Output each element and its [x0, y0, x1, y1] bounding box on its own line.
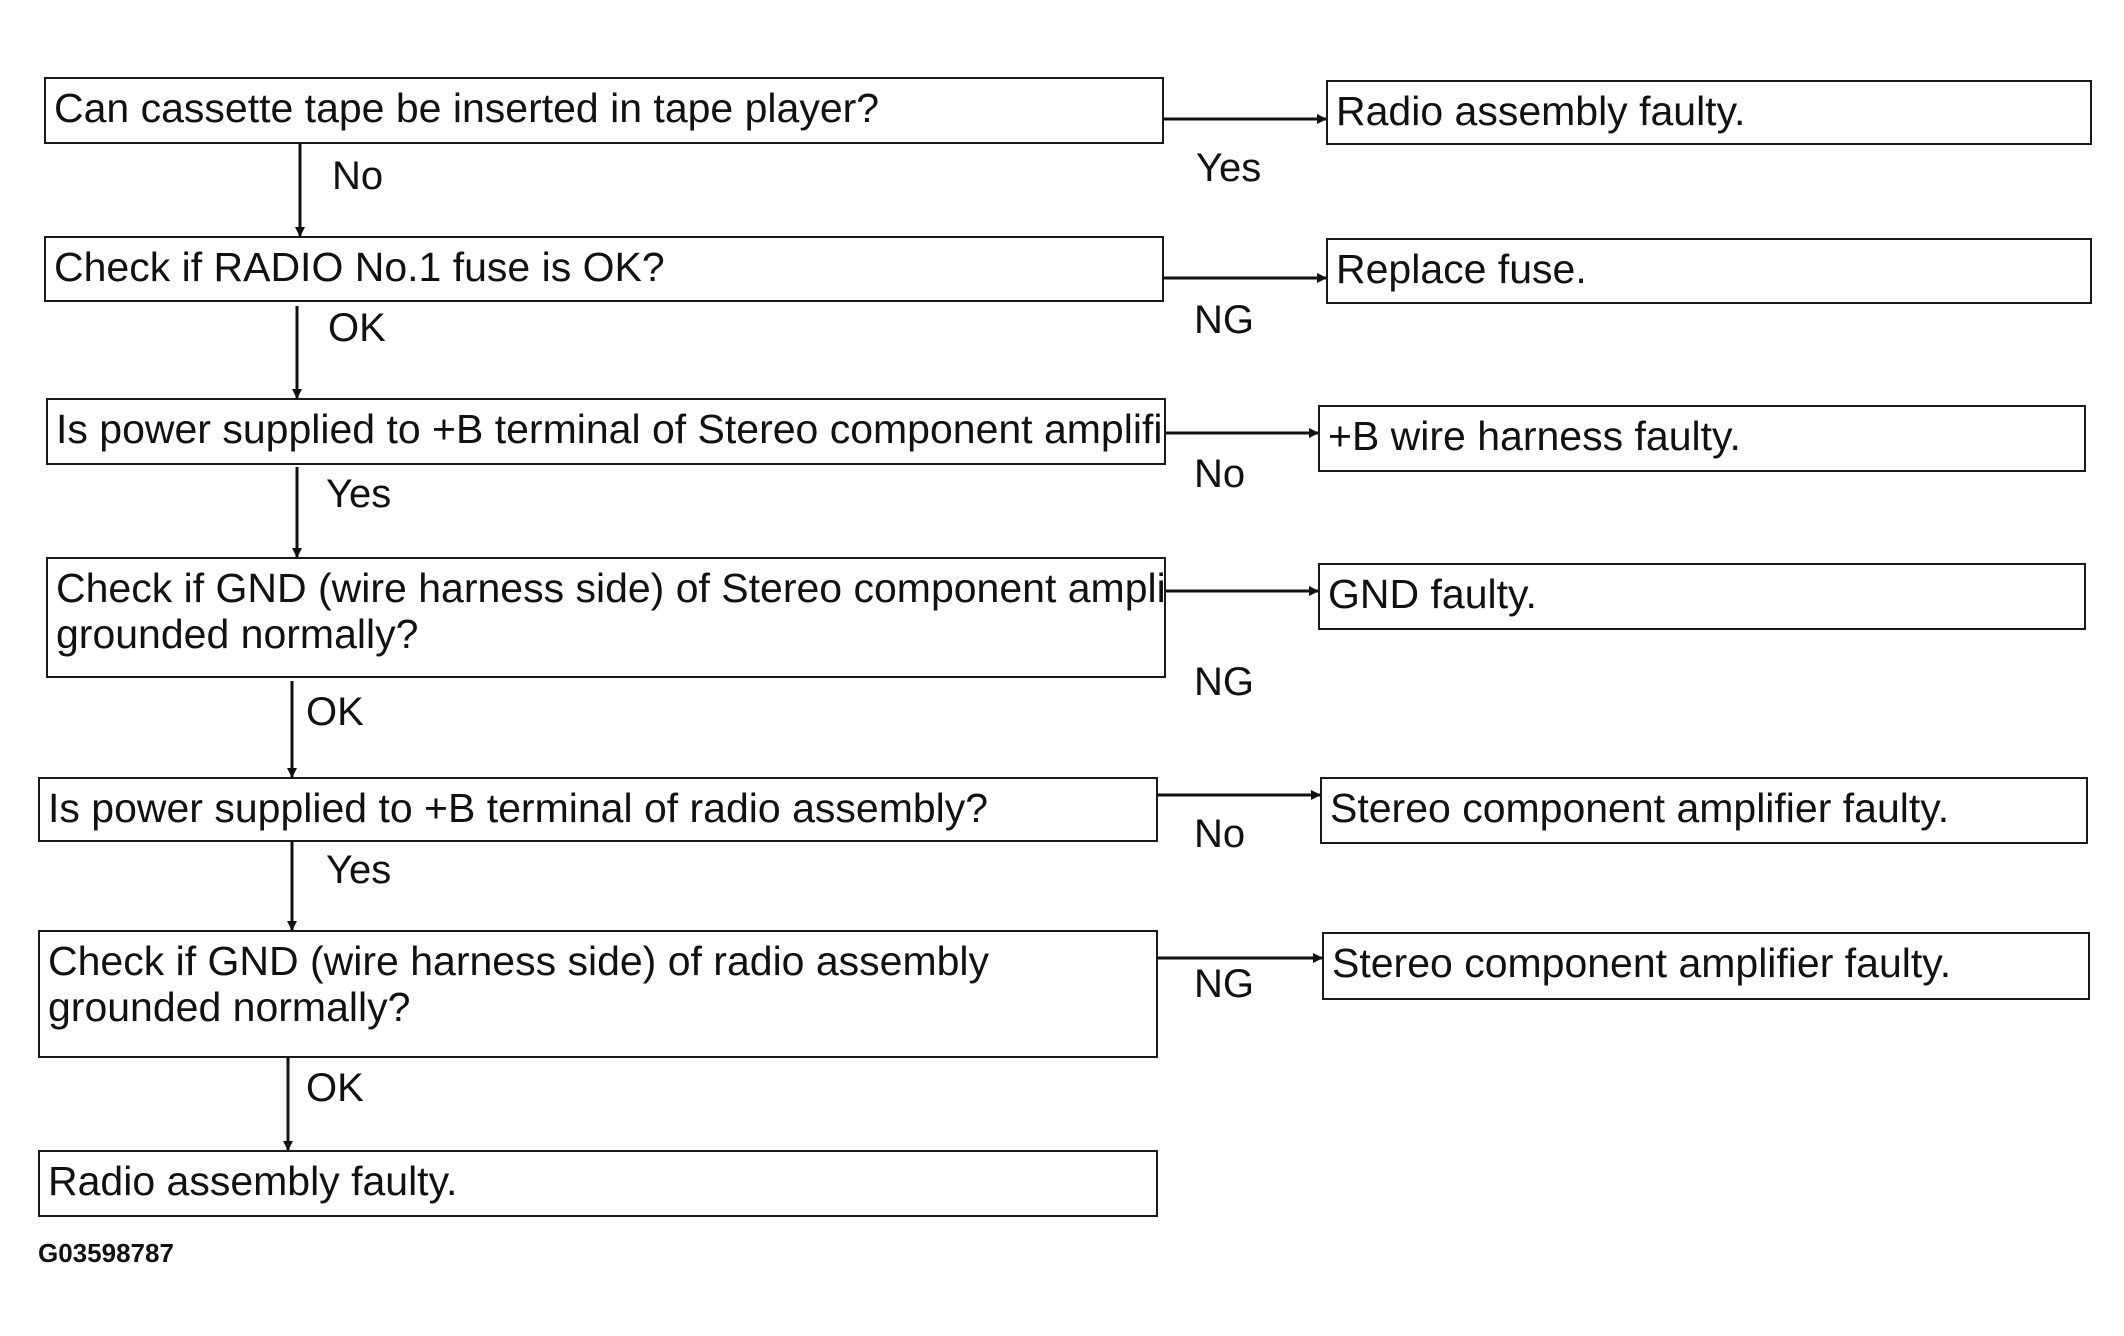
down-label-1: No [332, 154, 384, 198]
result-text-5: Stereo component amplifier faulty. [1330, 785, 1950, 831]
result-text-4: GND faulty. [1328, 571, 1537, 617]
question-text-6a: Check if GND (wire harness side) of radi… [48, 938, 990, 984]
question-text-2: Check if RADIO No.1 fuse is OK? [54, 244, 665, 290]
down-label-4: OK [306, 690, 364, 734]
result-text-3: +B wire harness faulty. [1328, 413, 1741, 459]
result-text-1: Radio assembly faulty. [1336, 88, 1746, 134]
side-label-3: No [1194, 452, 1246, 496]
question-text-3: Is power supplied to +B terminal of Ster… [56, 406, 1166, 452]
question-box-4: Check if GND (wire harness side) of Ster… [46, 557, 1166, 678]
question-text-4b: grounded normally? [56, 611, 419, 657]
question-text-4a: Check if GND (wire harness side) of Ster… [56, 565, 1166, 611]
question-box-2: Check if RADIO No.1 fuse is OK? [44, 236, 1164, 302]
result-box-3: +B wire harness faulty. [1318, 405, 2086, 472]
final-result-text: Radio assembly faulty. [48, 1158, 458, 1204]
result-box-2: Replace fuse. [1326, 238, 2092, 304]
result-box-5: Stereo component amplifier faulty. [1320, 777, 2088, 844]
question-text-1: Can cassette tape be inserted in tape pl… [54, 85, 880, 131]
down-label-2: OK [328, 306, 386, 350]
side-label-6: NG [1194, 962, 1254, 1006]
down-label-3: Yes [326, 472, 392, 516]
question-box-6: Check if GND (wire harness side) of radi… [38, 930, 1158, 1058]
question-text-5: Is power supplied to +B terminal of radi… [48, 785, 989, 831]
down-label-6: OK [306, 1066, 364, 1110]
question-text-6b: grounded normally? [48, 984, 411, 1030]
side-label-2: NG [1194, 298, 1254, 342]
question-box-1: Can cassette tape be inserted in tape pl… [44, 77, 1164, 144]
figure-code: G03598787 [38, 1238, 174, 1268]
result-box-1: Radio assembly faulty. [1326, 80, 2092, 145]
side-label-1: Yes [1196, 146, 1262, 190]
result-box-6: Stereo component amplifier faulty. [1322, 932, 2090, 1000]
result-box-4: GND faulty. [1318, 563, 2086, 630]
down-label-5: Yes [326, 848, 392, 892]
result-text-2: Replace fuse. [1336, 246, 1587, 292]
result-text-6: Stereo component amplifier faulty. [1332, 940, 1952, 986]
side-label-5: No [1194, 812, 1246, 856]
side-label-4: NG [1194, 660, 1254, 704]
question-box-3: Is power supplied to +B terminal of Ster… [46, 398, 1166, 465]
final-result-box: Radio assembly faulty. [38, 1150, 1158, 1217]
question-box-5: Is power supplied to +B terminal of radi… [38, 777, 1158, 842]
